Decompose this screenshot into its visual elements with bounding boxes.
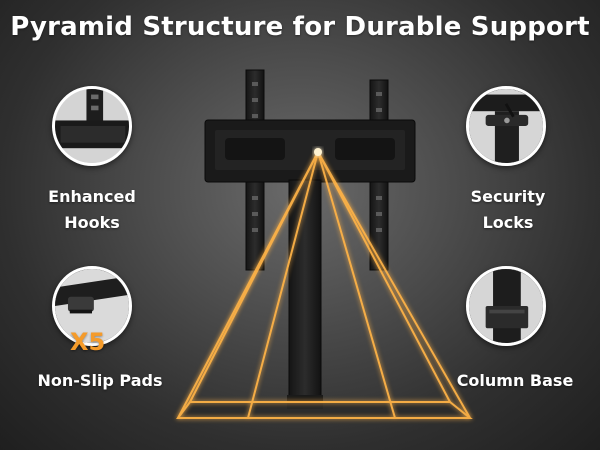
pyramid-glow-lines bbox=[176, 151, 473, 419]
column-icon bbox=[466, 266, 546, 346]
base-plate bbox=[178, 402, 470, 418]
crossbar bbox=[204, 119, 416, 183]
enhanced-hooks-label: Enhanced Hooks bbox=[48, 187, 136, 232]
lock-icon bbox=[466, 86, 546, 166]
hook-icon bbox=[52, 86, 132, 166]
pad-count-badge: X5 bbox=[70, 328, 106, 356]
pad-icon bbox=[52, 266, 132, 346]
page-title: Pyramid Structure for Durable Support bbox=[10, 12, 590, 42]
support-column bbox=[287, 179, 323, 409]
non-slip-pads-label: Non-Slip Pads bbox=[37, 371, 163, 390]
column-base-label: Column Base bbox=[456, 371, 574, 390]
security-locks-label: Security Locks bbox=[470, 187, 546, 232]
